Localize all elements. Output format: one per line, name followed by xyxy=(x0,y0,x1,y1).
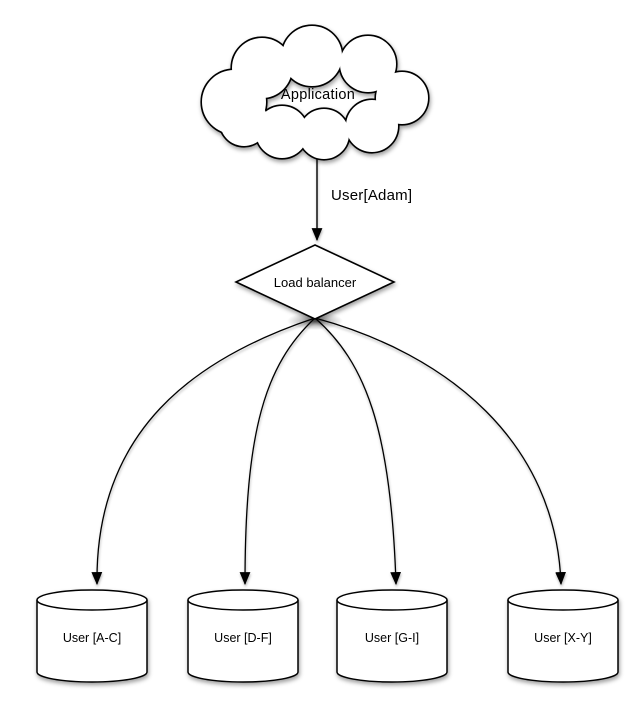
db-cylinder-1 xyxy=(36,589,148,683)
db-shard-label-1: User [A-C] xyxy=(62,631,122,645)
arrow-junction-smudge xyxy=(287,312,343,330)
db-shard-label-4: User [X-Y] xyxy=(534,631,592,645)
lb-to-shard3-arrow xyxy=(314,317,402,586)
db-shard-label-2: User [D-F] xyxy=(214,631,272,645)
lb-to-shard4-arrow xyxy=(314,317,566,586)
lb-to-shard2-arrow xyxy=(239,317,316,586)
application-cloud-shape xyxy=(200,24,430,161)
db-shard-label-3: User [G-I] xyxy=(364,631,420,645)
load-balancer-diamond-shape xyxy=(234,244,396,320)
db-cylinder-2 xyxy=(187,589,299,683)
db-cylinder-4 xyxy=(507,589,619,683)
load-balancer-node-label: Load balancer xyxy=(273,275,357,290)
edge-user-adam-label: User[Adam] xyxy=(331,187,413,204)
lb-to-shards-arrows xyxy=(91,317,566,586)
db-cylinder-3 xyxy=(336,589,448,683)
db-cylinders xyxy=(36,589,619,683)
application-node-label: Application xyxy=(280,87,356,103)
lb-to-shard1-arrow xyxy=(91,317,316,586)
